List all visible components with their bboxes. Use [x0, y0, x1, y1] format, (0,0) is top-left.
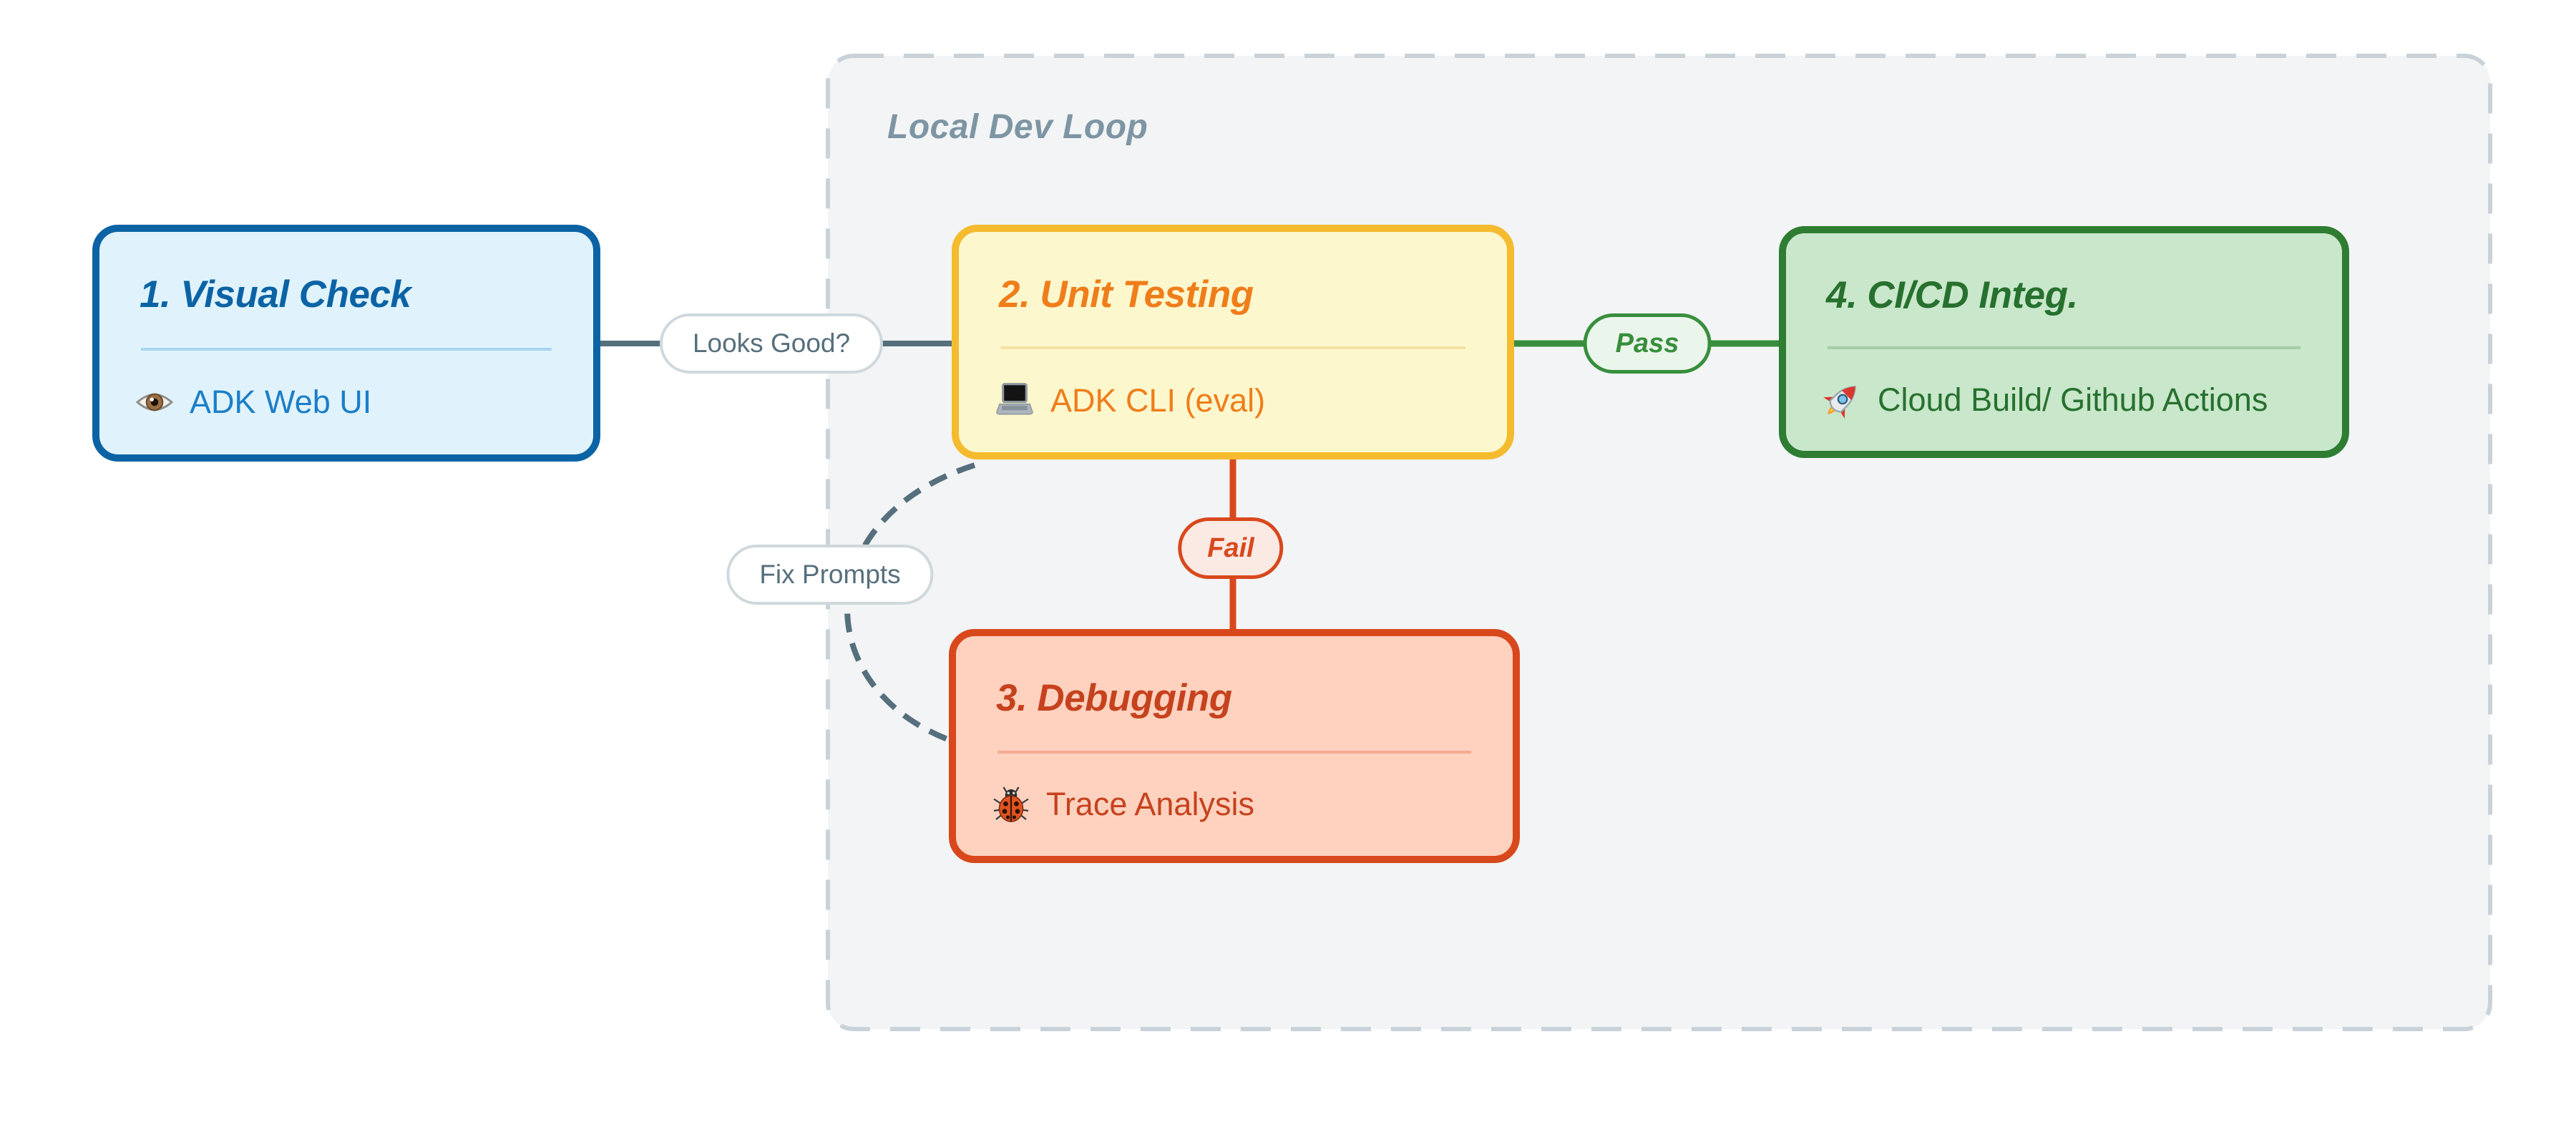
edge-debugging-to-unit-testing [844, 462, 976, 744]
node-title: 3. Debugging [996, 677, 1232, 720]
node-body-text: ADK Web UI [190, 384, 372, 421]
node-body-row: ADK CLI (eval) [959, 349, 1507, 452]
node-divider [1828, 346, 2301, 350]
node-body-text: Cloud Build/ Github Actions [1878, 381, 2268, 419]
edge-label-looks-good: Looks Good? [659, 313, 884, 374]
node-debugging: 3. Debugging [949, 629, 1520, 863]
node-cicd: 4. CI/CD Integ. Cloud Build/ Github Act [1779, 226, 2349, 458]
local-dev-loop-group [826, 54, 2492, 1031]
edge-label-pass: Pass [1583, 313, 1712, 374]
node-divider [997, 750, 1471, 754]
node-body-text: Trace Analysis [1046, 786, 1254, 823]
node-unit-testing: 2. Unit Testing ADK CLI (eval) [952, 225, 1514, 459]
rocket-icon [1822, 380, 1862, 420]
laptop-icon [995, 381, 1035, 421]
node-visual-check: 1. Visual Check ADK Web UI [92, 225, 600, 462]
edge-label-fix-prompts: Fix Prompts [726, 545, 934, 605]
node-body-row: ADK Web UI [99, 351, 593, 454]
eye-icon [135, 383, 174, 422]
node-body-row: Trace Analysis [956, 754, 1513, 856]
node-body-row: Cloud Build/ Github Actions [1786, 349, 2342, 451]
node-title: 1. Visual Check [140, 273, 411, 316]
bug-icon [992, 785, 1030, 824]
node-title: 4. CI/CD Integ. [1826, 273, 2078, 316]
node-title: 2. Unit Testing [999, 273, 1254, 316]
node-divider [1000, 346, 1465, 350]
edge-label-fail: Fail [1178, 517, 1284, 579]
local-dev-loop-label: Local Dev Loop [887, 108, 1148, 146]
node-body-text: ADK CLI (eval) [1050, 382, 1266, 419]
node-divider [141, 347, 552, 351]
